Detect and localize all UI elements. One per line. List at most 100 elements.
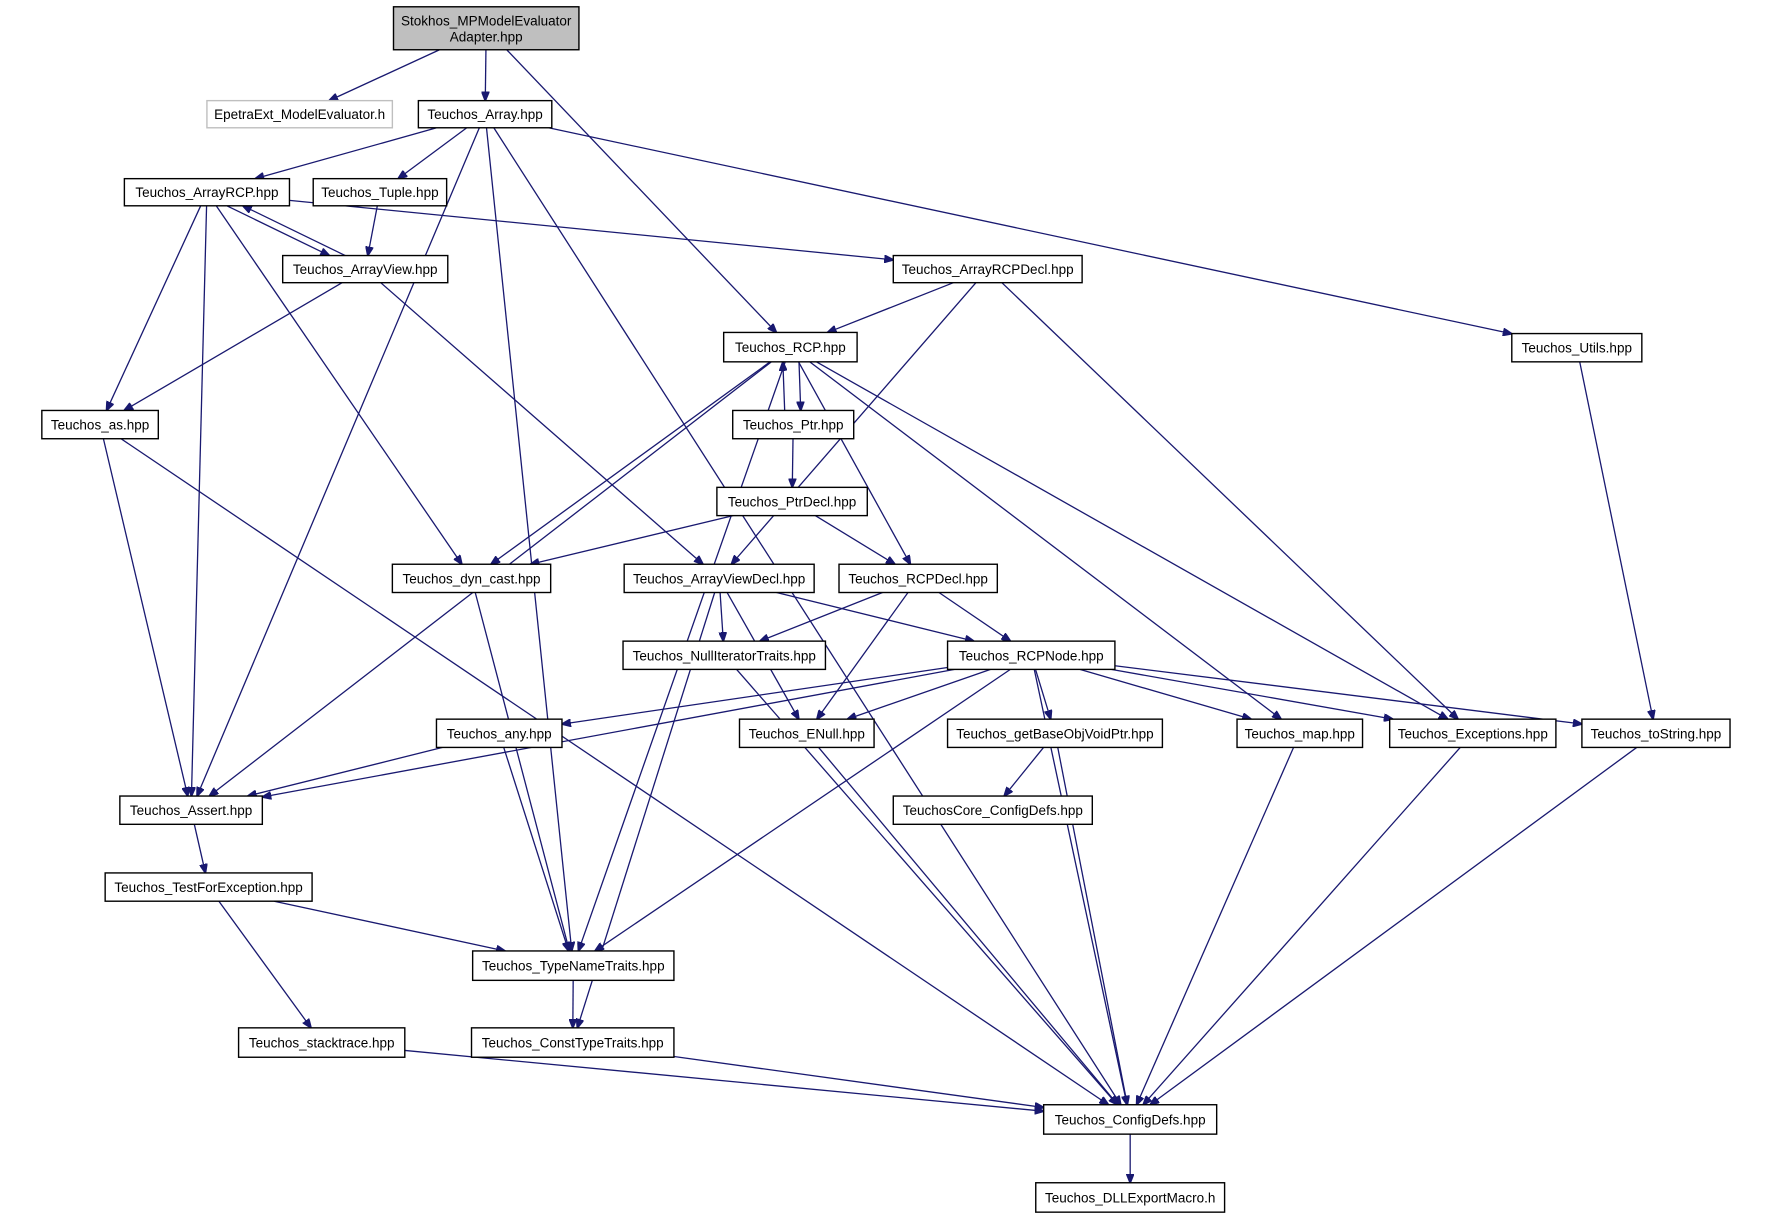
node-box xyxy=(123,177,291,207)
edge-arrayrcp-to-as xyxy=(107,205,202,411)
edge-any-to-assert xyxy=(248,746,443,796)
edge-arrow xyxy=(491,361,771,564)
node-label: Teuchos_NullIteratorTraits.hpp xyxy=(633,648,816,663)
edge-rcpnode-to-tostring xyxy=(1114,665,1582,724)
node-dllexport[interactable]: Teuchos_DLLExportMacro.h xyxy=(1035,1182,1226,1213)
node-ptrdecl[interactable]: Teuchos_PtrDecl.hpp xyxy=(716,486,868,517)
node-dyncast[interactable]: Teuchos_dyn_cast.hpp xyxy=(391,563,552,594)
node-rcpnode[interactable]: Teuchos_RCPNode.hpp xyxy=(946,640,1116,671)
edge-utils-to-tostring xyxy=(1579,361,1653,719)
node-rcp[interactable]: Teuchos_RCP.hpp xyxy=(722,331,858,363)
node-box xyxy=(1236,718,1364,749)
edge-arrow xyxy=(797,361,911,564)
node-enull[interactable]: Teuchos_ENull.hpp xyxy=(738,718,875,749)
edge-rcpnode-to-assert xyxy=(262,668,955,797)
edge-root-to-epetra xyxy=(329,49,440,101)
node-stacktrace[interactable]: Teuchos_stacktrace.hpp xyxy=(237,1027,406,1058)
edge-arrow xyxy=(107,205,202,411)
node-label: Teuchos_TypeNameTraits.hpp xyxy=(482,959,665,974)
edge-arrayrcp-to-arrayrcpdecl xyxy=(289,199,893,259)
node-epetra[interactable]: EpetraExt_ModelEvaluator.h xyxy=(206,99,394,129)
edge-arrow xyxy=(673,1055,1044,1108)
edge-rcpnode-to-getbase xyxy=(1034,669,1051,719)
node-box xyxy=(622,640,827,671)
node-label: Teuchos_any.hpp xyxy=(447,726,552,741)
edge-arrow xyxy=(817,592,909,720)
edge-arrow xyxy=(197,127,480,796)
node-box xyxy=(1511,332,1643,363)
node-arrayview[interactable]: Teuchos_ArrayView.hpp xyxy=(281,254,449,284)
node-tostring[interactable]: Teuchos_toString.hpp xyxy=(1581,718,1731,749)
node-box xyxy=(435,718,563,749)
node-consttype[interactable]: Teuchos_ConstTypeTraits.hpp xyxy=(470,1027,675,1058)
node-assert[interactable]: Teuchos_Assert.hpp xyxy=(119,795,264,826)
node-arrayrcpdecl[interactable]: Teuchos_ArrayRCPDecl.hpp xyxy=(892,254,1083,284)
edge-array-to-utils xyxy=(548,127,1512,334)
node-coreconfig[interactable]: TeuchosCore_ConfigDefs.hpp xyxy=(892,795,1093,826)
node-arrayviewdecl[interactable]: Teuchos_ArrayViewDecl.hpp xyxy=(623,563,815,594)
node-any[interactable]: Teuchos_any.hpp xyxy=(435,718,563,749)
edge-arrow xyxy=(503,747,569,951)
edge-dyncast-to-typename xyxy=(474,592,569,951)
edge-arrow xyxy=(1150,746,1638,1104)
node-arrayrcp[interactable]: Teuchos_ArrayRCP.hpp xyxy=(123,177,291,207)
edge-arrayview-to-arrayviewdecl xyxy=(380,282,703,565)
edge-arrow xyxy=(120,438,1108,1105)
edge-arrow xyxy=(1057,747,1128,1104)
node-array[interactable]: Teuchos_Array.hpp xyxy=(417,99,553,129)
node-label: Adapter.hpp xyxy=(450,29,523,44)
edge-rcpnode-to-enull xyxy=(847,668,991,719)
edge-arrow xyxy=(548,127,1512,334)
edge-consttype-to-configdefs xyxy=(673,1055,1044,1108)
node-box xyxy=(738,718,875,749)
node-box xyxy=(946,718,1164,749)
node-box xyxy=(838,563,999,594)
node-box xyxy=(312,177,448,207)
node-getbase[interactable]: Teuchos_getBaseObjVoidPtr.hpp xyxy=(946,718,1164,749)
node-label: Teuchos_ENull.hpp xyxy=(749,726,865,741)
node-label: Teuchos_ArrayView.hpp xyxy=(293,262,438,277)
edge-arrow xyxy=(760,591,883,642)
node-rcpdecl[interactable]: Teuchos_RCPDecl.hpp xyxy=(838,563,999,594)
edge-arrow xyxy=(783,362,785,411)
edge-arrow xyxy=(329,49,440,101)
edge-arrow xyxy=(193,824,205,873)
node-box xyxy=(892,254,1083,284)
node-utils[interactable]: Teuchos_Utils.hpp xyxy=(1511,332,1643,363)
node-nulliter[interactable]: Teuchos_NullIteratorTraits.hpp xyxy=(622,640,827,671)
node-configdefs[interactable]: Teuchos_ConfigDefs.hpp xyxy=(1042,1104,1218,1135)
node-label: Teuchos_ConfigDefs.hpp xyxy=(1055,1112,1206,1127)
edge-arrayviewdecl-to-rcpnode xyxy=(776,591,974,642)
node-box xyxy=(417,99,553,129)
node-box xyxy=(716,486,868,517)
edge-arrayview-to-arrayrcp xyxy=(243,206,346,257)
node-ptr[interactable]: Teuchos_Ptr.hpp xyxy=(732,409,855,440)
edge-array-to-configdefs xyxy=(493,127,1121,1105)
node-tuple[interactable]: Teuchos_Tuple.hpp xyxy=(312,177,448,207)
node-label: Teuchos_getBaseObjVoidPtr.hpp xyxy=(956,726,1153,741)
edge-arrow xyxy=(1079,668,1251,719)
edge-arrow xyxy=(1579,361,1653,719)
node-testforexc[interactable]: Teuchos_TestForException.hpp xyxy=(104,872,313,902)
edge-arrow xyxy=(243,206,346,257)
node-box xyxy=(623,563,815,594)
edge-arrow xyxy=(191,205,208,796)
node-label: Teuchos_PtrDecl.hpp xyxy=(728,494,856,509)
node-label: Teuchos_Assert.hpp xyxy=(130,803,252,818)
node-box xyxy=(471,950,675,982)
edge-arrayview-to-as xyxy=(124,282,343,411)
edge-ptr-to-rcp xyxy=(783,362,785,411)
node-exceptions[interactable]: Teuchos_Exceptions.hpp xyxy=(1388,718,1557,749)
node-label: Teuchos_as.hpp xyxy=(51,418,149,433)
node-map[interactable]: Teuchos_map.hpp xyxy=(1236,718,1364,749)
edge-arrow xyxy=(255,127,437,179)
node-as[interactable]: Teuchos_as.hpp xyxy=(41,409,160,440)
edge-arrow xyxy=(215,205,462,564)
edge-arrow xyxy=(274,900,505,951)
edge-arrow xyxy=(720,592,723,642)
node-typename[interactable]: Teuchos_TypeNameTraits.hpp xyxy=(471,950,675,982)
edge-arrow xyxy=(506,49,777,333)
node-label: Teuchos_ArrayViewDecl.hpp xyxy=(633,571,805,586)
edge-getbase-to-coreconfig xyxy=(1004,747,1045,796)
